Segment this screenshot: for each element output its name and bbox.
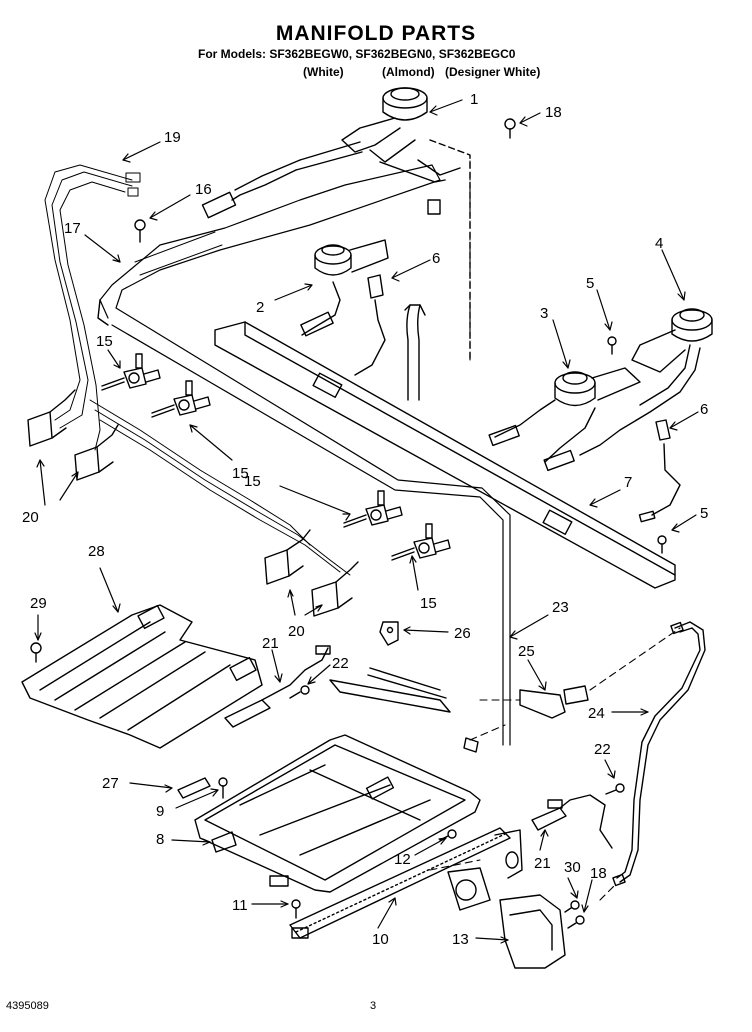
burner-4 (579, 308, 713, 456)
callout-21a: 21 (262, 635, 279, 652)
callout-9: 9 (156, 803, 164, 820)
electrodes (354, 274, 681, 523)
callout-3: 3 (540, 305, 548, 322)
wire-harness (44, 164, 351, 576)
callout-4: 4 (655, 235, 663, 252)
callout-15b: 15 (232, 465, 249, 482)
callout-8: 8 (156, 831, 164, 848)
callout-26: 26 (454, 625, 471, 642)
callout-13: 13 (452, 931, 469, 948)
heat-shield (21, 604, 263, 749)
callout-6a: 6 (432, 250, 440, 267)
color-almond: (Almond) (382, 65, 435, 79)
burner-3 (488, 367, 641, 472)
callout-18: 18 (545, 104, 562, 121)
callout-5b: 5 (700, 505, 708, 522)
manifold-tube (97, 164, 511, 746)
callout-30: 30 (564, 859, 581, 876)
callout-23: 23 (552, 599, 569, 616)
bracket-26 (379, 621, 399, 646)
color-designer-white: (Designer White) (445, 65, 541, 79)
burner-2 (300, 239, 389, 337)
callout-1: 1 (470, 91, 478, 108)
callout-22a: 22 (332, 655, 349, 672)
callout-7: 7 (624, 474, 632, 491)
ignition-switch-right (531, 783, 625, 849)
callout-27: 27 (102, 775, 119, 792)
callout-16: 16 (195, 181, 212, 198)
part-number: 4395089 (6, 1000, 49, 1012)
callout-18b: 18 (590, 865, 607, 882)
gas-supply-line (612, 621, 706, 887)
page-title: MANIFOLD PARTS (275, 22, 477, 45)
callout-arrows (34, 99, 699, 944)
callout-12: 12 (394, 851, 411, 868)
callout-11: 11 (232, 897, 248, 914)
callout-20b: 20 (288, 623, 305, 640)
regulator-assembly (447, 829, 566, 969)
callout-19: 19 (164, 129, 181, 146)
callout-24: 24 (588, 705, 605, 722)
callout-22b: 22 (594, 741, 611, 758)
page-number: 3 (370, 1000, 377, 1012)
burner-valves (101, 353, 451, 561)
callout-5a: 5 (586, 275, 594, 292)
callout-17: 17 (64, 220, 81, 237)
burner-base-pan (194, 734, 481, 893)
callout-25: 25 (518, 643, 535, 660)
callout-10: 10 (372, 931, 389, 948)
burner-1 (201, 87, 471, 361)
screws (30, 118, 667, 663)
callout-2: 2 (256, 299, 264, 316)
color-white: (White) (303, 65, 344, 79)
callout-6b: 6 (700, 401, 708, 418)
rear-pipe (289, 827, 511, 939)
orifice-spreader (329, 667, 589, 753)
switch-brackets (27, 389, 359, 617)
dashed-leaders (429, 157, 681, 901)
callout-15a: 15 (96, 333, 113, 350)
callout-21b: 21 (534, 855, 551, 872)
model-numbers: For Models: SF362BEGW0, SF362BEGN0, SF36… (198, 47, 516, 61)
callout-15c: 15 (244, 473, 261, 490)
burner-bracket (214, 321, 676, 589)
callout-29: 29 (30, 595, 47, 612)
ignition-switch-left (224, 645, 331, 728)
callout-20a: 20 (22, 509, 39, 526)
callout-15d: 15 (420, 595, 437, 612)
callout-28: 28 (88, 543, 105, 560)
